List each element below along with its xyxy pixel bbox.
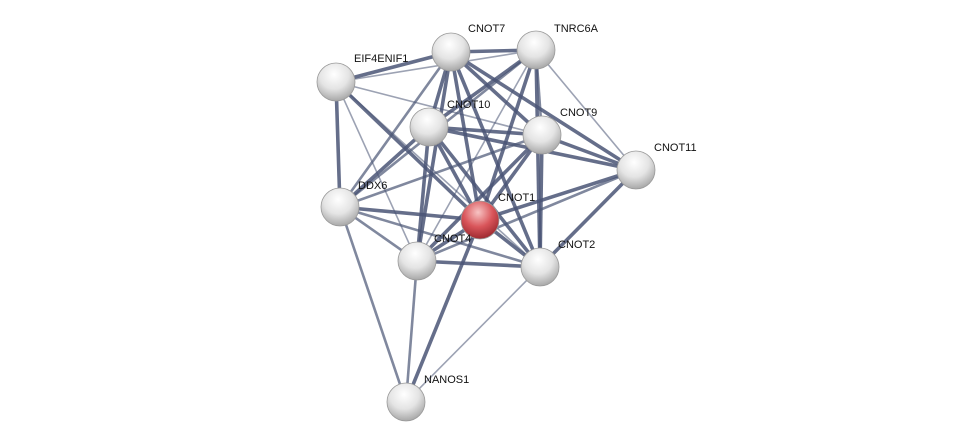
node-cnot1[interactable]: CNOT1 [460,192,535,240]
node-sphere[interactable] [409,107,449,147]
node-cnot11[interactable]: CNOT11 [616,142,697,190]
edge-cnot2-nanos1[interactable] [405,266,541,403]
edge-cnot10-cnot4[interactable] [415,126,431,262]
edge-ddx6-cnot1[interactable] [339,205,481,222]
edge-cnot7-cnot11[interactable] [450,50,637,172]
edge-cnot9-ddx6[interactable] [339,133,543,209]
node-label: CNOT11 [654,142,697,154]
node-cnot10[interactable]: CNOT10 [409,99,490,147]
node-label: CNOT9 [560,107,597,119]
node-sphere[interactable] [616,150,656,190]
node-label: EIF4ENIF1 [354,53,408,65]
node-sphere[interactable] [316,62,356,102]
node-sphere[interactable] [460,200,500,240]
node-sphere[interactable] [386,382,426,422]
node-sphere[interactable] [320,187,360,227]
edge-ddx6-nanos1[interactable] [338,206,408,403]
edge-cnot7-cnot9[interactable] [449,50,544,137]
edge-cnot9-cnot4[interactable] [415,133,544,263]
edge-eif4enif1-tnrc6a[interactable] [335,49,537,83]
node-label: NANOS1 [424,374,469,386]
node-eif4enif1[interactable]: EIF4ENIF1 [316,53,408,102]
edge-eif4enif1-cnot7[interactable] [335,50,452,84]
edge-eif4enif1-cnot4[interactable] [335,81,418,262]
edge-cnot1-nanos1[interactable] [404,219,482,403]
edge-cnot11-cnot2[interactable] [538,168,638,269]
node-ddx6[interactable]: DDX6 [320,180,387,227]
node-label: CNOT1 [498,192,535,204]
node-sphere[interactable] [522,115,562,155]
node-label: DDX6 [358,180,387,192]
node-sphere[interactable] [516,30,556,70]
edge-cnot7-cnot4[interactable] [415,51,453,262]
edge-tnrc6a-cnot1[interactable] [478,49,538,221]
node-tnrc6a[interactable]: TNRC6A [516,23,599,70]
edge-eif4enif1-cnot2[interactable] [335,81,541,268]
node-cnot7[interactable]: CNOT7 [431,23,505,72]
edge-tnrc6a-cnot4[interactable] [416,49,537,262]
node-nanos1[interactable]: NANOS1 [386,374,469,422]
node-label: CNOT7 [468,23,505,35]
node-cnot4[interactable]: CNOT4 [397,233,471,281]
edge-tnrc6a-cnot11[interactable] [535,49,637,171]
edge-eif4enif1-ddx6[interactable] [334,81,342,208]
edge-cnot11-cnot1[interactable] [479,168,637,222]
edge-eif4enif1-cnot9[interactable] [335,81,543,136]
edge-cnot4-cnot2[interactable] [416,259,541,269]
node-sphere[interactable] [520,247,560,287]
node-label: TNRC6A [554,23,599,35]
node-cnot2[interactable]: CNOT2 [520,239,595,287]
edge-cnot10-ddx6[interactable] [338,125,431,209]
edge-ddx6-cnot2[interactable] [339,205,541,269]
edge-cnot7-ddx6[interactable] [338,51,453,208]
node-label: CNOT4 [434,233,471,245]
node-cnot9[interactable]: CNOT9 [522,107,597,155]
node-sphere[interactable] [397,241,437,281]
edge-cnot7-cnot2[interactable] [449,51,542,268]
node-label: CNOT2 [558,239,595,251]
edge-cnot10-cnot2[interactable] [427,125,542,269]
node-sphere[interactable] [431,32,471,72]
edge-cnot4-nanos1[interactable] [404,260,419,403]
edge-cnot11-cnot4[interactable] [416,168,637,263]
node-label: CNOT10 [447,99,490,111]
